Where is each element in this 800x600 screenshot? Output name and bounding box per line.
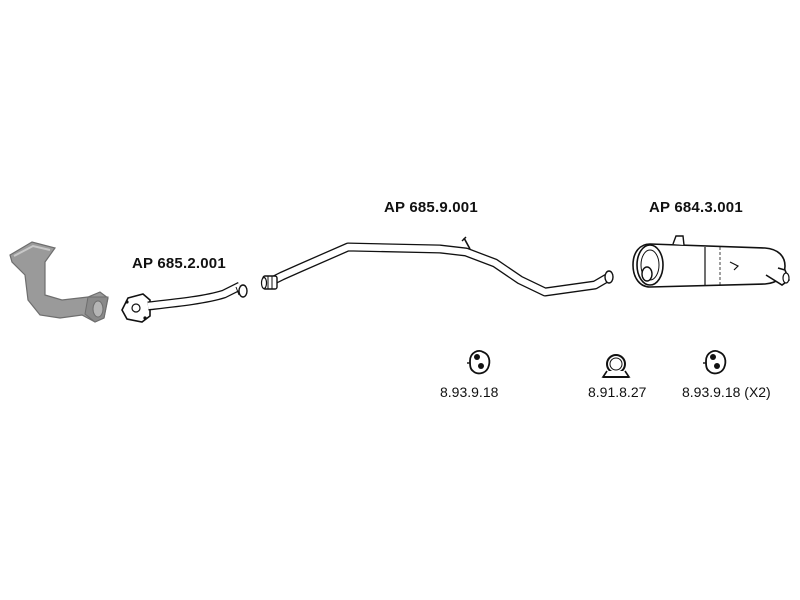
front-pipe-label: AP 685.2.001 [132,255,226,272]
rubber-mount-2-label: 8.93.9.18 (X2) [682,384,771,400]
rubber-mount-1-drawing [467,349,491,375]
rear-silencer-drawing [632,235,790,288]
rear-silencer-label: AP 684.3.001 [649,199,743,216]
front-pipe-drawing [121,281,248,323]
clamp-drawing [601,354,631,378]
middle-pipe-label: AP 685.9.001 [384,199,478,216]
clamp-label: 8.91.8.27 [588,384,647,400]
catalytic-converter-drawing [9,241,109,323]
rubber-mount-1-label: 8.93.9.18 [440,384,499,400]
middle-pipe-drawing [260,236,614,297]
rubber-mount-2-drawing [703,349,727,375]
